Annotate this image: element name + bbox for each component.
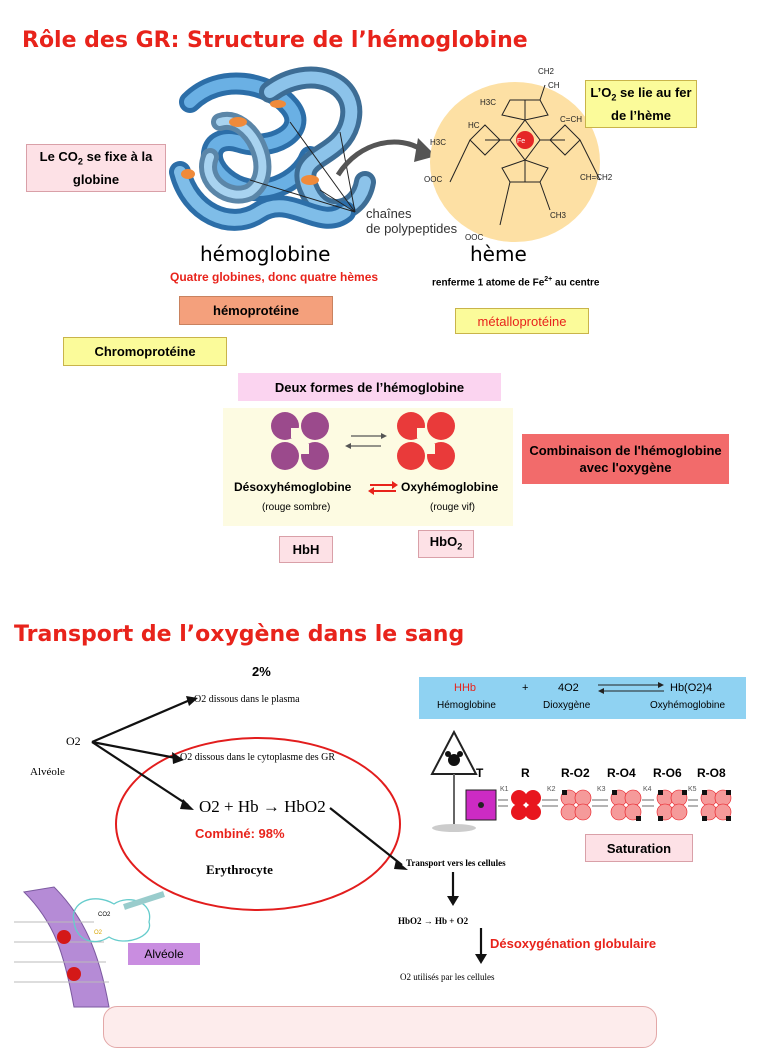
hbh-box: HbH bbox=[279, 536, 333, 563]
hemoglobin-eq-label: Hémoglobine bbox=[437, 700, 496, 711]
ch3-right: CH3 bbox=[550, 211, 567, 220]
hemoglobin-label: hémoglobine bbox=[200, 242, 331, 266]
equation-band bbox=[419, 677, 746, 719]
hbo2-box: HbO2 bbox=[418, 530, 474, 558]
binding-reaction: O2 + Hb → HbO2 bbox=[199, 797, 326, 816]
bottom-note-box bbox=[103, 1006, 657, 1048]
oxy-sub-label: (rouge vif) bbox=[430, 502, 476, 513]
ooc-left: OOC bbox=[424, 175, 442, 184]
state-label-1: R bbox=[521, 766, 530, 780]
dissolved-cytoplasm-label: O2 dissous dans le cytoplasme des GR bbox=[180, 752, 335, 763]
ch-top: CH bbox=[548, 81, 560, 90]
allosteric-states-diagram bbox=[430, 729, 732, 832]
hc-left: HC bbox=[468, 121, 480, 130]
hhb-label: HHb bbox=[454, 682, 477, 694]
k-label-3: K3 bbox=[597, 786, 606, 793]
plus-label: + bbox=[522, 682, 529, 694]
alveole-box: Alvéole bbox=[128, 943, 200, 965]
percent-2-label: 2% bbox=[252, 664, 271, 679]
hemoprotein-box: hémoprotéine bbox=[179, 296, 333, 325]
state-label-2: R-O2 bbox=[561, 766, 590, 780]
ch2-right: CH=CH2 bbox=[580, 173, 613, 182]
fe-center-label: Fe bbox=[517, 138, 525, 145]
h3c-left: H3C bbox=[430, 138, 446, 147]
deoxy-sub-label: (rouge sombre) bbox=[262, 502, 331, 513]
k-label-4: K4 bbox=[643, 786, 652, 793]
o2-distribution-arrows bbox=[91, 696, 408, 870]
o2-4-label: 4O2 bbox=[558, 682, 579, 694]
heme-structure-diagram: Fe H3C CH CH2 HC C=CH H3C CH=CH2 OOC CH3… bbox=[424, 67, 613, 242]
o2-heme-box: L’O2 se lie au fer de l’hème bbox=[585, 80, 697, 128]
oxy-label: Oxyhémoglobine bbox=[401, 480, 499, 494]
erythrocyte-label: Erythrocyte bbox=[206, 862, 273, 877]
deoxygenation-label: Désoxygénation globulaire bbox=[490, 936, 657, 951]
alveole-text: Alvéole bbox=[30, 766, 65, 778]
k-label-2: K2 bbox=[547, 786, 556, 793]
oxyhemoglobin-eq-label: Oxyhémoglobine bbox=[650, 700, 726, 711]
erythrocyte-ellipse bbox=[115, 737, 401, 911]
combined-98-label: Combiné: 98% bbox=[195, 826, 285, 841]
two-forms-title: Deux formes de l’hémoglobine bbox=[238, 373, 501, 401]
state-label-5: R-O8 bbox=[697, 766, 726, 780]
ooc-bottom: OOC bbox=[465, 233, 483, 242]
metalloprotein-box: métalloprotéine bbox=[455, 308, 589, 334]
product-label: Hb(O2)4 bbox=[670, 682, 713, 694]
o2-used-label: O2 utilisés par les cellules bbox=[400, 972, 495, 982]
combination-box: Combinaison de l'hémoglobine avec l'oxyg… bbox=[522, 434, 729, 484]
down-arrow-2 bbox=[475, 928, 487, 964]
o2-source-label: O2 bbox=[66, 734, 81, 748]
ch2-top: CH2 bbox=[538, 67, 555, 76]
k-label-5: K5 bbox=[688, 786, 697, 793]
equilibrium-arrows-icon bbox=[368, 481, 398, 495]
o2-small-label: O2 bbox=[94, 930, 103, 936]
hemoglobin-illustration bbox=[169, 66, 376, 231]
dissolved-plasma-label: O2 dissous dans le plasma bbox=[194, 694, 300, 705]
reversible-arrow-icon bbox=[598, 682, 664, 694]
heme-background bbox=[430, 82, 600, 242]
alveole-vessel-illustration: CO2 O2 bbox=[14, 886, 165, 1008]
chains-label-line2: de polypeptides bbox=[366, 221, 458, 236]
deoxy-label: Désoxyhémoglobine bbox=[234, 480, 352, 494]
hemoglobin-forms-diagram bbox=[271, 412, 455, 470]
ch-right: C=CH bbox=[560, 115, 582, 124]
h3c-top: H3C bbox=[480, 98, 496, 107]
dioxygen-eq-label: Dioxygène bbox=[543, 700, 591, 711]
co2-globin-box: Le CO2 se fixe à la globine bbox=[26, 144, 166, 192]
section-title-transport: Transport de l’oxygène dans le sang bbox=[14, 622, 465, 647]
k-label-1: K1 bbox=[500, 786, 509, 793]
saturation-box: Saturation bbox=[585, 834, 693, 862]
four-globins-note: Quatre globines, donc quatre hèmes bbox=[170, 270, 379, 284]
fe-atom-note: renferme 1 atome de Fe2+ au centre bbox=[432, 276, 600, 289]
release-reaction: HbO2 → Hb + O2 bbox=[398, 916, 469, 926]
chains-label-line1: chaînes bbox=[366, 206, 412, 221]
state-label-3: R-O4 bbox=[607, 766, 636, 780]
chromoprotein-box: Chromoprotéine bbox=[63, 337, 227, 366]
co2-small-label: CO2 bbox=[98, 912, 111, 918]
heme-label: hème bbox=[470, 242, 527, 266]
section-title-structure: Rôle des GR: Structure de l’hémoglobine bbox=[22, 28, 528, 53]
state-label-4: R-O6 bbox=[653, 766, 682, 780]
transport-cells-label: Transport vers les cellules bbox=[406, 858, 506, 868]
down-arrow-1 bbox=[447, 872, 459, 906]
state-label-0: T bbox=[476, 766, 484, 780]
